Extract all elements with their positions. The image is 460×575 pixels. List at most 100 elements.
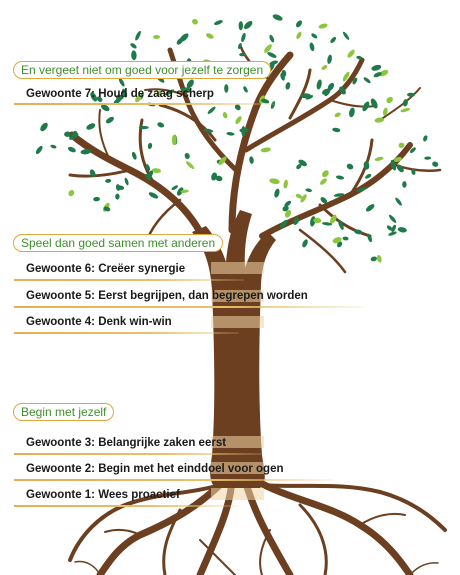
- leaf: [283, 179, 288, 189]
- leaf: [296, 164, 302, 170]
- leaf: [135, 30, 141, 41]
- leaf: [363, 77, 371, 84]
- leaf: [90, 92, 98, 102]
- habit-3-underline: [14, 453, 264, 455]
- leaf: [222, 112, 228, 119]
- leaf: [373, 72, 382, 78]
- trunk-highlight-bands: [211, 262, 264, 500]
- leaf: [423, 135, 428, 142]
- leaf: [215, 175, 223, 182]
- leaf: [151, 168, 161, 174]
- leaf: [432, 161, 439, 167]
- leaf: [269, 60, 279, 66]
- leaf: [207, 106, 216, 115]
- leaf: [295, 193, 303, 199]
- habit-6-underline: [14, 279, 244, 281]
- leaf: [409, 147, 416, 154]
- leaf: [238, 42, 242, 50]
- leaf: [342, 71, 350, 82]
- leaf: [171, 185, 179, 191]
- leaf: [321, 222, 333, 226]
- leaf: [300, 194, 307, 203]
- leaf: [131, 151, 137, 160]
- leaf: [396, 164, 404, 173]
- leaf: [241, 126, 246, 137]
- leaf: [347, 49, 355, 58]
- habit-7-underline: [14, 103, 279, 105]
- leaf: [243, 20, 253, 30]
- leaf: [338, 220, 344, 230]
- leaf: [35, 145, 43, 155]
- leaf: [305, 95, 314, 100]
- leaf: [332, 127, 341, 133]
- leaf: [218, 156, 227, 166]
- leaf: [370, 256, 377, 262]
- leaf: [282, 205, 289, 212]
- leaf: [67, 146, 76, 153]
- leaf: [329, 214, 337, 224]
- leaf: [238, 21, 244, 31]
- leaf: [72, 130, 78, 138]
- habit-5-label: Gewoonte 5: Eerst begrijpen, dan begrepe…: [26, 290, 308, 302]
- leaf: [374, 117, 385, 123]
- leaf: [130, 43, 137, 49]
- leaf: [388, 231, 397, 236]
- leaf: [261, 98, 270, 104]
- leaf: [192, 18, 198, 25]
- habit-2-underline: [14, 479, 334, 481]
- leaf: [309, 42, 315, 52]
- leaf: [239, 52, 246, 57]
- heading-take-care-of-yourself: En vergeet niet om goed voor jezelf te z…: [13, 61, 272, 79]
- leaf: [379, 69, 389, 77]
- leaf: [285, 82, 291, 90]
- leaf: [337, 241, 343, 248]
- tree-foliage: [35, 14, 439, 263]
- leaf: [131, 50, 137, 61]
- leaf: [267, 52, 277, 58]
- leaf: [40, 122, 48, 132]
- leaf: [279, 219, 288, 229]
- leaf: [96, 96, 103, 102]
- leaf: [180, 189, 189, 193]
- leaf: [295, 20, 303, 28]
- leaf: [390, 159, 397, 171]
- leaf: [311, 33, 318, 39]
- leaf: [224, 84, 229, 93]
- leaf: [397, 227, 407, 233]
- leaf: [305, 188, 312, 192]
- leaf: [101, 104, 110, 112]
- leaf: [371, 64, 382, 71]
- leaf: [80, 149, 92, 155]
- leaf: [316, 79, 322, 90]
- leaf: [235, 116, 242, 125]
- leaf: [176, 38, 183, 45]
- leaf: [93, 196, 100, 202]
- leaf: [330, 36, 337, 44]
- leaf: [346, 163, 354, 170]
- leaf: [356, 187, 367, 192]
- habit-4-label: Gewoonte 4: Denk win-win: [26, 316, 172, 328]
- leaf: [184, 153, 190, 159]
- leaf: [68, 189, 75, 197]
- leaf: [115, 193, 120, 200]
- leaf: [171, 134, 177, 146]
- leaf: [122, 88, 128, 98]
- leaf: [400, 108, 411, 113]
- leaf: [320, 178, 327, 185]
- leaf: [342, 31, 350, 40]
- leaf: [284, 209, 292, 218]
- leaf: [367, 233, 373, 243]
- leaf: [334, 112, 341, 118]
- leaf: [376, 254, 382, 263]
- leaf: [186, 79, 194, 89]
- habit-3-label: Gewoonte 3: Belangrijke zaken eerst: [26, 437, 227, 449]
- leaf: [274, 188, 280, 198]
- leaf: [388, 214, 397, 223]
- habit-2-label: Gewoonte 2: Begin met het einddoel voor …: [26, 463, 284, 475]
- leaf: [324, 88, 331, 97]
- leaf: [177, 187, 184, 196]
- leaf: [145, 164, 151, 171]
- leaf: [135, 94, 142, 103]
- leaf: [50, 144, 57, 149]
